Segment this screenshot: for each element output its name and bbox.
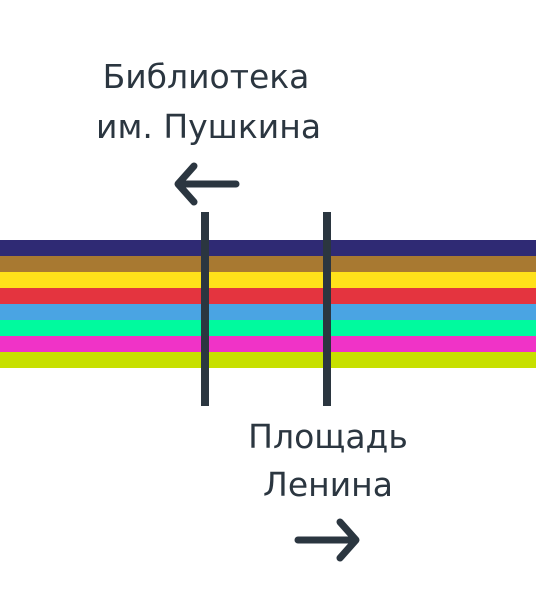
route-stripe-7 xyxy=(0,336,536,352)
destination-right-line1: Площадь xyxy=(248,417,408,456)
route-stripes xyxy=(0,240,536,368)
destination-left-line1: Библиотека xyxy=(102,57,310,96)
route-stripe-4 xyxy=(0,288,536,304)
arrow-right-icon xyxy=(294,518,360,562)
destination-left-line2: им. Пушкина xyxy=(96,107,322,146)
route-stripe-5 xyxy=(0,304,536,320)
arrow-left-icon xyxy=(174,162,240,206)
destination-right-line2: Ленина xyxy=(263,465,393,504)
route-stripe-6 xyxy=(0,320,536,336)
route-stripe-8 xyxy=(0,352,536,368)
right-post xyxy=(323,212,331,406)
left-post xyxy=(201,212,209,406)
route-stripe-2 xyxy=(0,256,536,272)
route-stripe-3 xyxy=(0,272,536,288)
route-stripe-1 xyxy=(0,240,536,256)
